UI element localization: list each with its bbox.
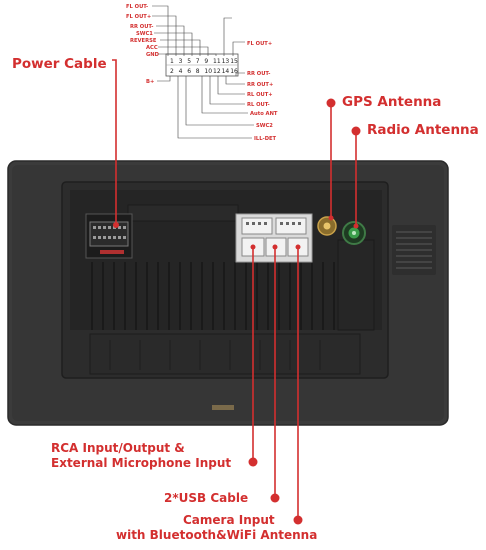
pin-number-14: 14 — [222, 68, 230, 75]
pin-number-2: 2 — [170, 68, 174, 75]
radio-antenna-label: Radio Antenna — [367, 122, 479, 138]
pin-label-fl-out-minus: FL OUT- — [126, 4, 148, 10]
power-cable-label: Power Cable — [12, 56, 107, 72]
pin-label-auto-ant: Auto ANT — [250, 111, 278, 117]
pin-label-rr-out-minus-r: RR OUT- — [247, 71, 270, 77]
pin-label-rl-out-plus: RL OUT+ — [247, 92, 273, 98]
pin-label-rr-out-plus: RR OUT+ — [247, 82, 273, 88]
rca-label-line1: RCA Input/Output & — [51, 441, 185, 455]
pin-number-8: 8 — [196, 68, 200, 75]
pin-number-13: 13 — [222, 58, 230, 65]
power-connector — [85, 213, 133, 259]
pin-number-5: 5 — [187, 58, 191, 65]
pin-label-gnd: GND — [146, 52, 160, 58]
rca-usb-camera-connectors — [235, 213, 313, 263]
power-cable-leader — [112, 59, 117, 225]
pin-label-fl-out-plus: FL OUT+ — [126, 14, 151, 20]
pin-number-16: 16 — [230, 68, 238, 75]
pin-label-b-plus: B+ — [146, 79, 154, 85]
pin-label-rl-out-minus: RL OUT- — [247, 102, 270, 108]
rca-label-line2: External Microphone Input — [51, 456, 231, 470]
pin-number-7: 7 — [196, 58, 200, 65]
pin-label-ill-det: ILL-DET — [254, 136, 277, 142]
pin-number-10: 10 — [204, 68, 212, 75]
usb-cable-label: 2*USB Cable — [164, 491, 248, 505]
pin-number-6: 6 — [187, 68, 191, 75]
pin-number-9: 9 — [204, 58, 208, 65]
callout-dots — [113, 98, 361, 525]
camera-label-line1: Camera Input — [183, 513, 275, 527]
pin-number-3: 3 — [179, 58, 183, 65]
pin-number-12: 12 — [213, 68, 221, 75]
pin-number-11: 11 — [213, 58, 221, 65]
head-unit — [7, 160, 449, 426]
pin-label-swc2: SWC2 — [256, 123, 273, 129]
pin-label-fl-out-plus-r: FL OUT+ — [247, 41, 272, 47]
pin-label-acc: ACC — [146, 45, 158, 51]
pin-number-1: 1 — [170, 58, 174, 65]
pin-label-reverse: REVERSE — [130, 38, 157, 44]
pin-number-4: 4 — [179, 68, 183, 75]
gps-antenna-label: GPS Antenna — [342, 94, 441, 110]
radio-antenna-socket — [342, 221, 366, 245]
gps-antenna-socket — [317, 216, 337, 236]
callout-lines — [112, 59, 357, 520]
pin-label-rr-out-minus: RR OUT- — [130, 24, 153, 30]
camera-label-line2: with Bluetooth&WiFi Antenna — [116, 528, 317, 542]
pin-number-15: 15 — [230, 58, 238, 65]
pin-label-swc1: SWC1 — [136, 31, 153, 37]
